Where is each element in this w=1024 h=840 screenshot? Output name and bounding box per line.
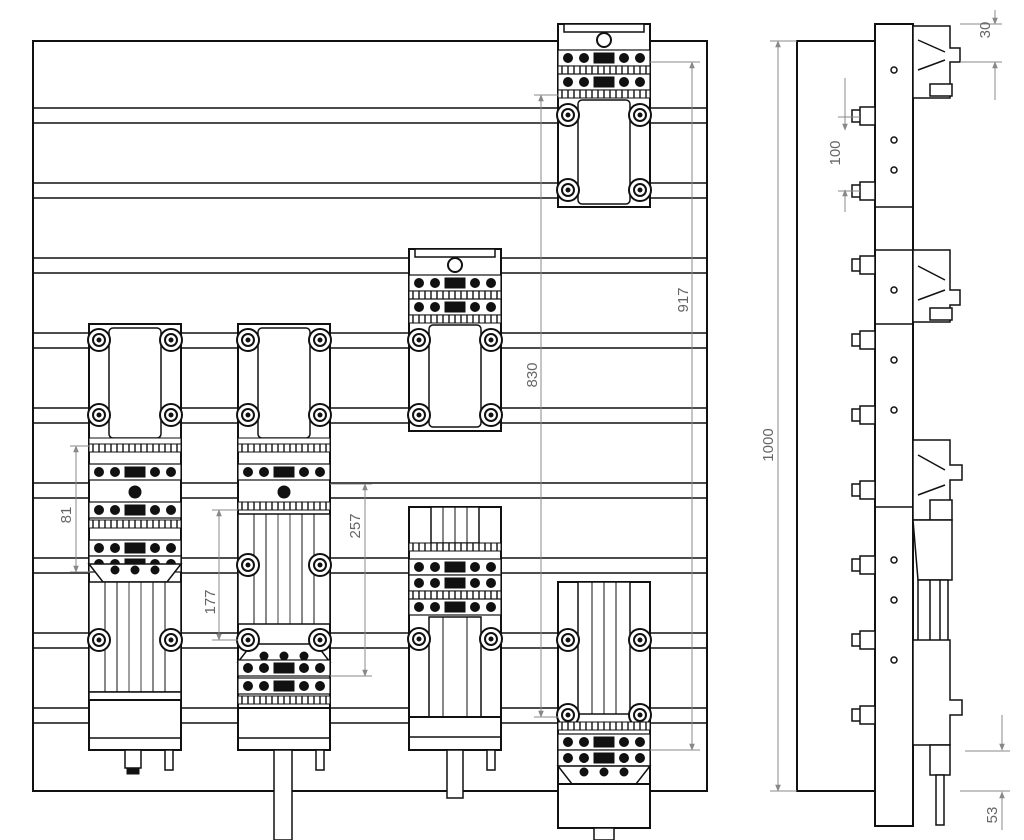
dimension-257: 257 xyxy=(347,513,364,538)
dimension-100: 100 xyxy=(827,140,844,165)
dimension-1000: 1000 xyxy=(760,428,777,461)
dimension-917: 917 xyxy=(675,287,692,312)
dimension-53: 53 xyxy=(984,807,1001,824)
dimension-830: 830 xyxy=(524,362,541,387)
dimension-177: 177 xyxy=(202,589,219,614)
dimension-30: 30 xyxy=(977,22,994,39)
clamp-module-3 xyxy=(407,248,503,432)
dimension-81: 81 xyxy=(58,507,75,524)
clamp-module-2 xyxy=(236,323,332,840)
clamp-module-4 xyxy=(407,506,503,799)
side-holes xyxy=(890,66,898,664)
front-dimensions xyxy=(70,61,700,751)
clamp-module-1 xyxy=(87,323,183,775)
side-dimensions xyxy=(770,10,1010,830)
side-bolts xyxy=(851,106,876,725)
back-panel xyxy=(32,40,708,792)
clamp-module-6 xyxy=(556,581,652,840)
clamp-module-5 xyxy=(556,23,652,208)
front-view xyxy=(32,23,708,840)
side-view xyxy=(796,23,963,827)
